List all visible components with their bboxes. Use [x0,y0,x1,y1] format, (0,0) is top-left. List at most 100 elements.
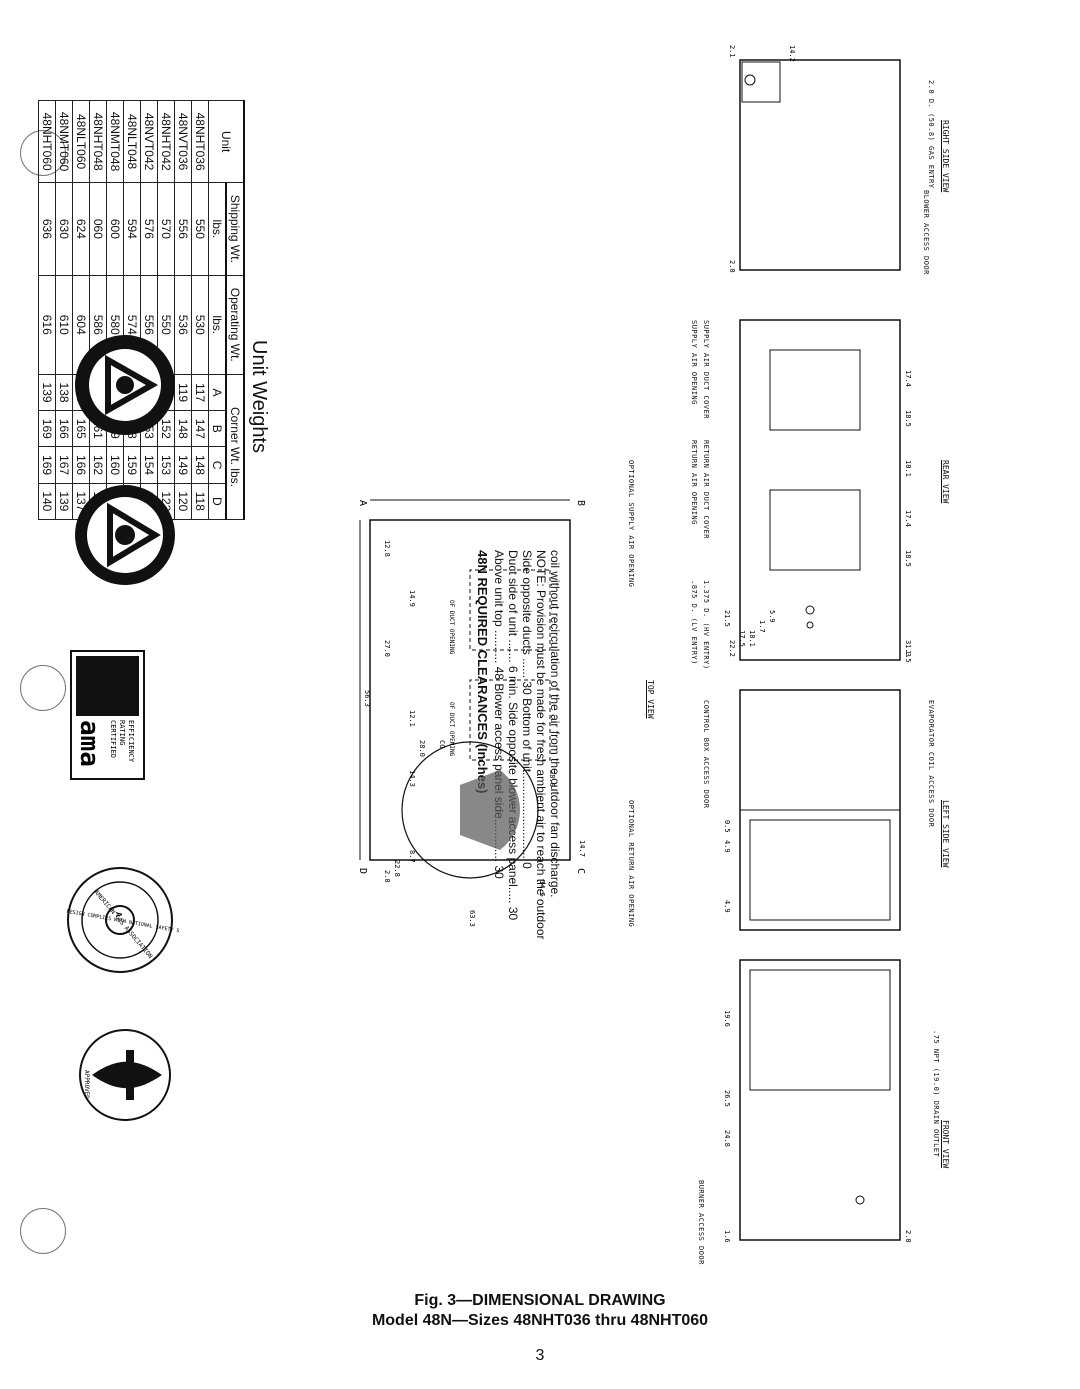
callout-gas-entry: 2.0 D. (50.8) GAS ENTRY [927,80,935,189]
col-c: C [208,446,226,484]
front-grille [749,969,891,1091]
cell-c: 162 [89,446,107,484]
table-row: 48NLT048594574128158159129 [123,100,141,520]
svg-text:A: A [114,912,123,917]
callout-supply-opening: SUPPLY AIR OPENING [690,320,698,405]
dim: 18.1 [748,630,756,647]
punch-hole-top [20,130,66,176]
col-a: A [208,374,226,411]
front-view-caption: FRONT VIEW [941,1120,950,1169]
callout-supply-cover: SUPPLY AIR DUCT COVER [702,320,710,420]
cell-ship: 636 [38,182,56,276]
col-shipping-unit: lbs. [208,182,226,276]
dim: 5.9 [768,610,776,623]
dim: 14.2 [788,45,796,62]
cell-a: 117 [191,374,209,411]
dim: 1.6 [723,1230,731,1243]
ama-line: RATING [118,720,126,745]
dim: 14.5 [538,880,546,897]
dim: 2.0 [728,260,736,273]
table-row: 48NLT060624604136165166137 [72,100,90,520]
ama-word: ama [74,720,104,767]
right-side-view-caption: RIGHT SIDE VIEW [941,120,950,193]
cell-unit: 48NLT048 [123,100,141,183]
unit-weights-table-wrap: Unit Shipping Wt. Operating Wt. Corner W… [30,100,245,530]
aga-design-logo: A AMERICAN GAS ASSOCIATION DESIGN COMPLI… [66,867,180,973]
cell-a: 139 [38,374,56,411]
callout-drain: .75 NPT (19.0) DRAIN OUTLET [932,1030,940,1158]
left-side-view-drawing: 0.5 4.9 4.9 [723,689,901,931]
rear-view-drawing: 5.9 1.7 18.1 17.5 22.2 21.5 31.3 17.4 18… [723,319,912,663]
cell-ship: 550 [191,182,209,276]
cell-c: 148 [191,446,209,484]
cell-c: 166 [72,446,90,484]
gas-entry-hole [744,74,756,86]
col-operating: Operating Wt. [226,275,244,375]
col-d: D [208,483,226,520]
dim: 18.5 [904,410,912,427]
callout-opt-return: OPTIONAL RETURN AIR OPENING [627,800,635,928]
top-view-outline [369,519,571,861]
cell-unit: 48NMT048 [106,100,124,183]
condenser-grille [749,819,891,921]
cell-unit: 48NHT060 [38,100,56,183]
top-view-drawing: A B C D CG 14.7 28.0 14.5 63.3 28.0 14.3… [357,499,586,927]
corner-a: A [357,500,368,506]
dim: 1.7 [758,620,766,633]
dim: 8.7 [408,850,416,863]
dim: 26.5 [723,1090,731,1107]
page-number: 3 [535,1347,545,1364]
dim: 4.9 [723,840,731,853]
cell-oper: 530 [191,275,209,375]
col-unit: Unit [208,100,244,183]
cell-unit: 48NHT036 [191,100,209,183]
dim: 14.3 [408,770,416,787]
lv-entry-hole [806,621,814,629]
cell-oper: 616 [38,275,56,375]
callout-blower-door: BLOWER ACCESS DOOR [922,190,930,275]
figure-caption-line2: Model 48N—Sizes 48NHT036 thru 48NHT060 [371,1312,709,1329]
cell-unit: 48NHT048 [89,100,107,183]
vent-panel [741,61,781,103]
approved-text: APPROVED [83,1070,90,1099]
col-shipping: Shipping Wt. [226,182,244,276]
cell-ship: 570 [157,182,175,276]
dim: 27.0 [383,640,391,657]
dim: 19.6 [723,1010,731,1027]
figure-caption-line1: Fig. 3—DIMENSIONAL DRAWING [414,1292,666,1309]
top-view-caption: TOP VIEW [646,680,655,719]
dim: 18.5 [904,550,912,567]
dim: 24.8 [723,1130,731,1147]
callout-hv-entry: 1.375 D. (HV ENTRY) [702,580,710,670]
callout-duct-opening: OF DUCT OPENING [448,702,455,757]
cell-c: 169 [38,446,56,484]
dim: 22.8 [393,860,401,877]
cell-c: 149 [174,446,192,484]
dim: 14.7 [578,840,586,857]
dim: 17.5 [738,630,746,647]
dim: 28.0 [548,770,556,787]
dim: 12.8 [383,540,391,557]
cell-ship: 624 [72,182,90,276]
cell-unit: 48NLT060 [72,100,90,183]
table-row: 48NHT042570550122152153123 [157,100,175,520]
cell-ship: 556 [174,182,192,276]
callout-duct-opening: OF DUCT OPENING [448,600,455,655]
unit-weights-table: Unit Shipping Wt. Operating Wt. Corner W… [38,100,245,520]
callout-return-cover: RETURN AIR DUCT COVER [702,440,710,540]
dim: 12.1 [408,710,416,727]
cell-b: 147 [191,410,209,447]
callout-return-opening: RETURN AIR OPENING [690,440,698,525]
cell-c: 153 [157,446,175,484]
front-view-outline [739,959,901,1241]
col-corner: Corner Wt. lbs. [226,374,244,520]
rear-view-caption: REAR VIEW [941,460,950,504]
burner-port [855,1195,865,1205]
cell-unit: 48NMT060 [55,100,73,183]
rotated-drawing-sheet: Unit Weights Unit Shipping Wt. Operating… [0,40,1060,1320]
table-row: 48NVT042576556124153154125 [140,100,158,520]
cell-unit: 48NHT042 [157,100,175,183]
return-air-opening [769,489,861,571]
gas-standards-logo-1 [75,485,175,585]
dim: 17.4 [904,370,912,387]
